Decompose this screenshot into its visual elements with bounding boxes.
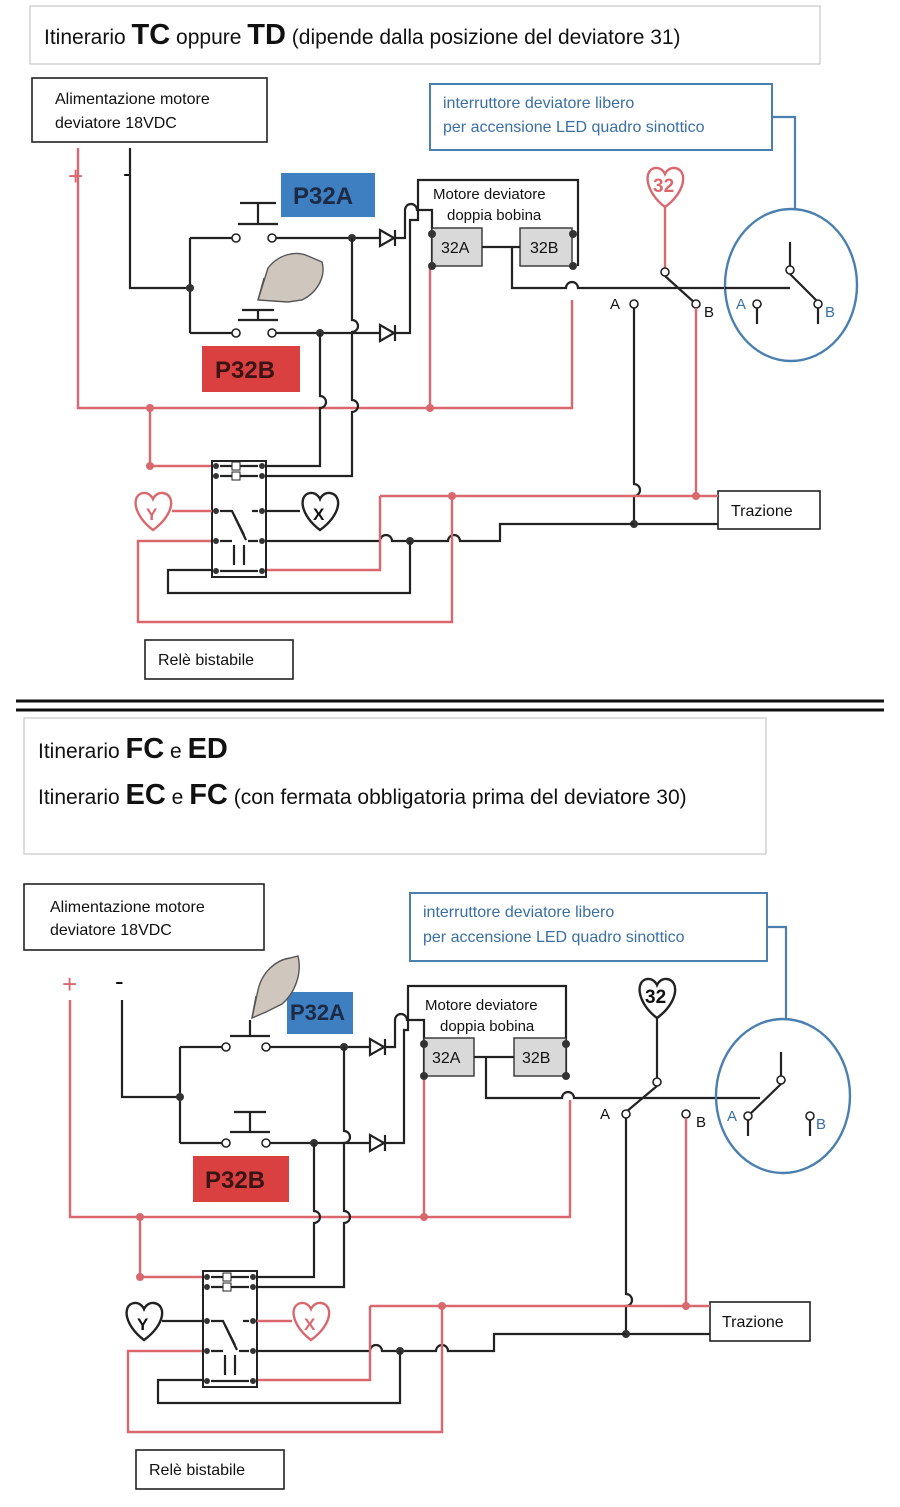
- button-p32b[interactable]: [202, 346, 300, 392]
- coil-32b: [519, 227, 573, 267]
- plus-terminal-2: +: [62, 969, 77, 999]
- led-switch-box-2: [409, 892, 768, 962]
- heart-y-label-2: Y: [137, 1315, 149, 1334]
- heart-x-label: X: [313, 505, 325, 524]
- section-divider: [16, 699, 884, 712]
- switch-pos-b: B: [704, 304, 714, 321]
- heart-y-icon-2: [125, 1301, 164, 1342]
- led-switch-label-2: per accensione LED quadro sinottico: [443, 119, 705, 136]
- button-p32a-label: P32A: [293, 183, 353, 210]
- heart-y-icon: [134, 491, 173, 532]
- heart-32-label: 32: [653, 176, 674, 197]
- bottom-title-1: Itinerario FC e ED: [38, 733, 228, 765]
- heart-x-label-2: X: [304, 1315, 316, 1334]
- power-supply-label-2a: Alimentazione motore: [50, 899, 205, 916]
- power-supply-box-2: [23, 883, 265, 951]
- bottom-section: Itinerario FC e ED Itinerario EC e FC (c…: [23, 717, 852, 1490]
- traction-label: Trazione: [731, 503, 793, 520]
- button-p32b-2-label: P32B: [205, 1167, 265, 1194]
- heart-32-label-2: 32: [645, 987, 666, 1008]
- minus-terminal: -: [123, 158, 132, 188]
- coil-32b-2-label: 32B: [522, 1050, 550, 1067]
- relay-label-box: [144, 639, 294, 680]
- power-supply-label-1: Alimentazione motore: [55, 91, 210, 108]
- top-title-box: [29, 5, 821, 65]
- heart-y-label: Y: [146, 505, 158, 524]
- motor-label-2: doppia bobina: [447, 207, 542, 224]
- coil-32b-2: [513, 1037, 567, 1077]
- button-p32a[interactable]: [281, 173, 375, 217]
- button-p32b-label: P32B: [215, 357, 275, 384]
- traction-label-2: Trazione: [722, 1314, 784, 1331]
- minus-terminal-2: -: [115, 966, 124, 996]
- coil-32a-2-label: 32A: [432, 1050, 461, 1067]
- heart-32-icon: [646, 166, 685, 209]
- switch-pos-a-2: A: [600, 1106, 610, 1123]
- led-pos-a: A: [736, 296, 746, 313]
- pointing-hand-icon: [257, 252, 324, 303]
- power-supply-box: [31, 77, 268, 143]
- switch-pos-a: A: [610, 296, 620, 313]
- top-section: Itinerario TC oppure TD (dipende dalla p…: [29, 5, 859, 680]
- traction-box: [717, 490, 821, 530]
- heart-x-icon-2: [292, 1301, 331, 1342]
- power-supply-label-2: deviatore 18VDC: [55, 115, 177, 132]
- coil-32a-label: 32A: [441, 240, 470, 257]
- led-switch-label-1: interruttore deviatore libero: [443, 95, 634, 112]
- led-switch-circle: [723, 207, 859, 363]
- relay-label-2: Relè bistabile: [149, 1462, 245, 1479]
- switch-pos-b-2: B: [696, 1114, 706, 1131]
- motor-label-2b: doppia bobina: [440, 1018, 535, 1035]
- coil-32a-2: [423, 1037, 475, 1077]
- button-p32b-2[interactable]: [193, 1156, 289, 1202]
- button-p32a-2-label: P32A: [290, 1000, 345, 1025]
- power-supply-label-2b: deviatore 18VDC: [50, 922, 172, 939]
- button-p32a-2[interactable]: [287, 992, 353, 1034]
- motor-label-2a: Motore deviatore: [425, 997, 538, 1014]
- plus-terminal: +: [68, 161, 83, 191]
- relay-label: Relè bistabile: [158, 652, 254, 669]
- led-pos-b: B: [825, 304, 835, 321]
- bottom-title-2: Itinerario EC e FC (con fermata obbligat…: [38, 779, 687, 811]
- led-switch-circle-2: [714, 1017, 852, 1175]
- coil-32b-label: 32B: [530, 240, 558, 257]
- led-switch-box: [429, 83, 773, 151]
- led-switch-label-2b: per accensione LED quadro sinottico: [423, 929, 685, 946]
- motor-label-1: Motore deviatore: [433, 186, 546, 203]
- bottom-title-box: [23, 717, 767, 855]
- heart-x-icon: [301, 491, 340, 532]
- coil-32a: [431, 227, 483, 267]
- pointing-hand-icon-2: [251, 955, 300, 1020]
- top-title: Itinerario TC oppure TD (dipende dalla p…: [44, 19, 681, 51]
- traction-box-2: [709, 1301, 811, 1342]
- led-pos-b-2: B: [816, 1116, 826, 1133]
- led-switch-label-2a: interruttore deviatore libero: [423, 904, 614, 921]
- heart-32-icon-2: [638, 977, 677, 1020]
- relay-label-box-2: [135, 1449, 285, 1490]
- led-pos-a-2: A: [727, 1108, 737, 1125]
